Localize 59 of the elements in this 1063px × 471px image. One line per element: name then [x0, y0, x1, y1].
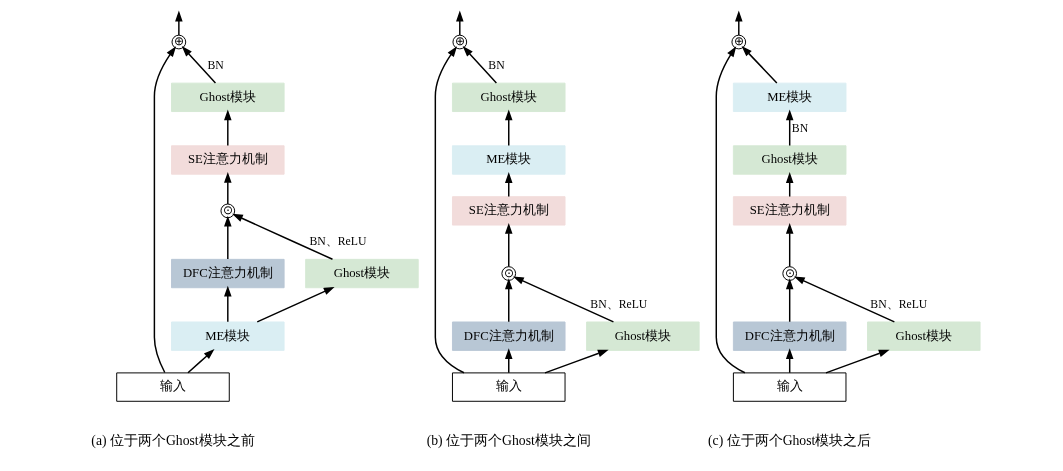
arrow — [231, 213, 333, 260]
node-circle: ⊕ — [730, 34, 746, 50]
arrow — [223, 215, 232, 260]
node-box: ME模块 — [451, 145, 566, 175]
node-box: Ghost模块 — [170, 82, 285, 112]
arrow — [824, 349, 890, 374]
node-box: Ghost模块 — [732, 145, 846, 175]
node-box: SE注意力机制 — [451, 196, 566, 226]
node-box: ME模块 — [732, 82, 846, 112]
arrow — [223, 172, 232, 205]
arrow — [223, 285, 232, 323]
node-box: 输入 — [115, 372, 230, 402]
edge-label: BN、ReLU — [869, 297, 927, 311]
arrow — [785, 222, 793, 268]
arrow — [434, 46, 465, 374]
node-box: DFC注意力机制 — [451, 321, 566, 351]
node-box: DFC注意力机制 — [732, 321, 846, 351]
node-box: ME模块 — [170, 321, 285, 351]
edge-label: BN — [791, 121, 808, 135]
arrow — [715, 46, 746, 374]
arrow — [256, 286, 335, 323]
label: (b) 位于两个Ghost模块之间 — [426, 433, 591, 449]
node-box: SE注意力机制 — [732, 196, 846, 226]
arrow — [543, 349, 609, 374]
node-box: 输入 — [732, 372, 846, 402]
node-box: Ghost模块 — [585, 321, 700, 351]
node-circle: ⊙ — [781, 266, 797, 281]
arrow — [785, 278, 793, 323]
arrow — [174, 10, 183, 36]
node-box: SE注意力机制 — [170, 145, 285, 175]
arrow — [504, 109, 513, 147]
arrow — [223, 109, 232, 147]
arrow — [186, 349, 214, 374]
arrow — [455, 10, 464, 36]
arrow — [504, 222, 513, 268]
arrow — [512, 276, 614, 323]
node-box: Ghost模块 — [451, 82, 566, 112]
arrow — [181, 46, 216, 84]
node-box: DFC注意力机制 — [170, 258, 285, 289]
node-box: Ghost模块 — [866, 321, 981, 351]
arrow — [504, 278, 513, 323]
node-circle: ⊕ — [171, 34, 186, 50]
arrow — [462, 46, 497, 84]
arrow — [741, 45, 778, 84]
arrow — [793, 276, 895, 323]
edge-label: BN、ReLU — [589, 297, 647, 311]
arrow — [785, 109, 793, 147]
arrow — [153, 46, 176, 374]
label: (c) 位于两个Ghost模块之后 — [707, 433, 871, 449]
node-box: Ghost模块 — [304, 258, 419, 289]
node-box: 输入 — [451, 372, 566, 402]
label: (a) 位于两个Ghost模块之前 — [90, 433, 255, 449]
node-circle: ⊕ — [451, 34, 467, 50]
arrow — [734, 10, 743, 36]
node-circle: ⊙ — [500, 266, 516, 281]
edge-label: BN、ReLU — [308, 235, 366, 249]
node-circle: ⊙ — [219, 203, 235, 219]
edge-label: BN — [206, 59, 224, 73]
edge-label: BN — [487, 59, 505, 73]
